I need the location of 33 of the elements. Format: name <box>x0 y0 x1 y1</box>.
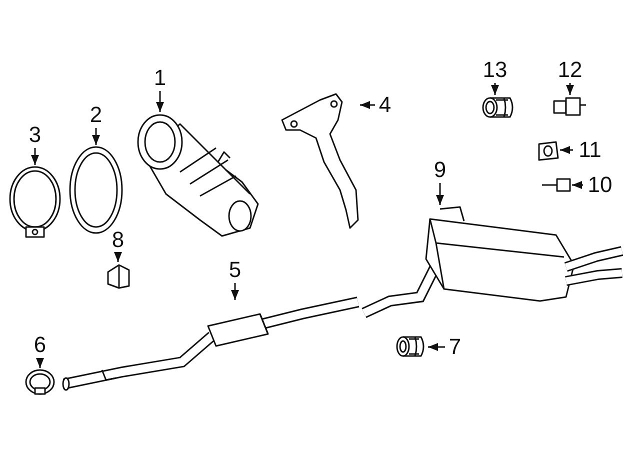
callout-number: 11 <box>573 137 607 163</box>
sensor-drawing <box>552 95 588 118</box>
callout-number: 9 <box>430 157 450 183</box>
callout-number: 4 <box>375 92 395 118</box>
rear-muffler-drawing <box>360 205 625 320</box>
callout-number: 6 <box>30 332 50 358</box>
callout-number: 3 <box>25 122 45 148</box>
callout-number: 13 <box>478 57 512 83</box>
hanger-bracket-drawing <box>105 262 132 290</box>
leader-line <box>491 83 499 95</box>
leader-line <box>114 252 122 262</box>
pipe-clamp-drawing <box>24 368 56 395</box>
leader-line <box>560 146 573 154</box>
callout-number: 7 <box>445 334 465 360</box>
leader-line <box>566 83 574 95</box>
pipe-sleeve-drawing <box>480 95 515 120</box>
pipe-clamp-drawing <box>8 165 62 240</box>
leader-line <box>436 183 444 205</box>
leader-line <box>428 343 445 351</box>
leader-line <box>572 181 583 189</box>
leader-line <box>36 358 44 368</box>
leader-line <box>231 283 239 300</box>
callout-number: 2 <box>86 102 106 128</box>
callout-number: 1 <box>150 65 170 91</box>
leader-line <box>92 128 100 145</box>
bolt-drawing <box>540 178 572 192</box>
leader-line <box>156 91 164 112</box>
callout-number: 12 <box>553 57 587 83</box>
leader-line <box>360 101 375 109</box>
callout-number: 8 <box>108 227 128 253</box>
leader-line <box>31 148 39 165</box>
callout-number: 5 <box>225 257 245 283</box>
callout-number: 10 <box>583 172 617 198</box>
